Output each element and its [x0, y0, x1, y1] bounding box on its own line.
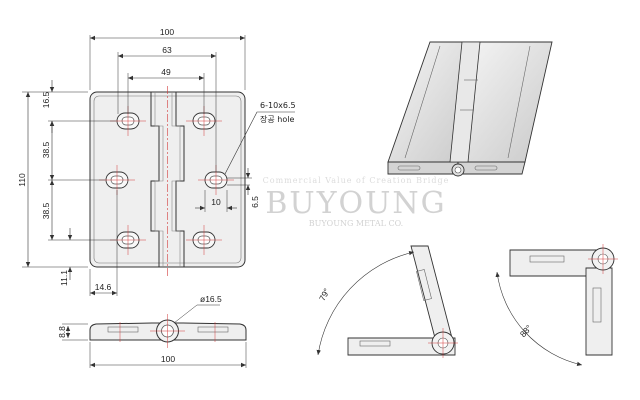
bottom-slot-left [107, 326, 139, 333]
bottom-slot-right [197, 326, 229, 333]
bottom-view-dimension-lines [62, 304, 247, 368]
slot-callout-size: 6-10x6.5 [260, 101, 296, 110]
dim-bottom-offset: 11.1 [59, 270, 69, 286]
open79-centerlines [428, 328, 458, 358]
watermark-brand: BUYOUNG [265, 186, 446, 221]
watermark-tagline: Commercial Value of Creation Bridge [263, 176, 450, 185]
watermark-company: BUYOUNG METAL CO. [309, 219, 403, 228]
open88-top-leaf [509, 249, 597, 277]
open-view-88: 88° [495, 244, 618, 367]
open-view-79: 79° [316, 245, 458, 358]
bottom-view: 8.8 100 ø16.5 [57, 294, 247, 368]
front-view: 100 63 49 110 16.5 38.5 38.5 11.1 14.6 1… [17, 27, 296, 296]
iso-detail-lines [397, 45, 531, 171]
open88-side-leaf [585, 267, 613, 356]
barrel-centerlines [119, 314, 216, 348]
angle-label-79: 79° [317, 287, 332, 303]
isometric-view [387, 41, 553, 177]
open79-raised-leaf [410, 245, 453, 339]
dim-thickness: 8.8 [57, 326, 67, 338]
watermark: Commercial Value of Creation Bridge BUYO… [263, 176, 450, 228]
dim-hole-pitch-upper: 38.5 [41, 141, 51, 158]
dim-left-offset: 14.6 [95, 282, 112, 292]
dim-top-offset: 16.5 [41, 91, 51, 108]
dim-hole-spacing-narrow: 49 [161, 67, 171, 77]
open88-angle-arc [495, 271, 583, 367]
dim-overall-width: 100 [160, 27, 174, 37]
dim-slot-offset: 6.5 [250, 196, 260, 208]
iso-pin-end [454, 166, 462, 174]
open88-side-slot [592, 287, 602, 323]
dim-barrel-diameter: ø16.5 [200, 294, 222, 304]
dim-hole-pitch-lower: 38.5 [41, 202, 51, 219]
dim-hole-spacing-wide: 63 [162, 45, 172, 55]
open88-centerlines [588, 244, 618, 274]
dim-bottom-width: 100 [161, 354, 175, 364]
extension-lines [22, 35, 252, 296]
open79-raised-slot [416, 269, 432, 301]
dim-slot-spacing: 10 [211, 197, 221, 207]
iso-knuckle [449, 41, 481, 163]
slot-callout-label: 장공 hole [260, 114, 294, 124]
iso-front-edge-right [457, 161, 526, 175]
dim-overall-height: 110 [17, 173, 27, 187]
angle-label-88: 88° [518, 323, 534, 339]
open79-angle-arc [316, 250, 415, 356]
iso-front-edge-left [387, 161, 459, 175]
knuckle-inner-edge [154, 92, 181, 267]
dimension-lines [25, 35, 295, 296]
open88-top-slot [529, 255, 565, 263]
